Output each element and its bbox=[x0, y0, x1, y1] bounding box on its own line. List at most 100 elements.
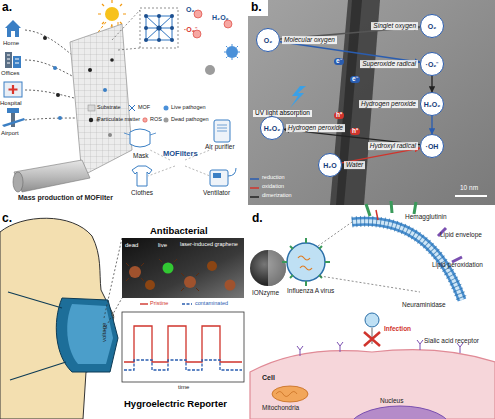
mofilter-sheet-part bbox=[70, 24, 132, 176]
text-label: a. bbox=[2, 1, 12, 14]
text-label: UV light absorption bbox=[253, 110, 312, 117]
legend-text: Dead pathogen bbox=[171, 117, 209, 123]
application-icons-part bbox=[130, 129, 150, 147]
species-name: Hydroxyl radical bbox=[368, 142, 418, 150]
species-formula: O₂ bbox=[428, 23, 437, 30]
species-circle: H₂OWater bbox=[318, 153, 342, 177]
mofilter-sheet-part bbox=[88, 68, 92, 72]
text-label: Mitochondria bbox=[262, 405, 299, 412]
legend-text: contaminated bbox=[195, 301, 228, 307]
text-label: b. bbox=[251, 1, 262, 14]
application-icons-part bbox=[228, 168, 236, 176]
graphene-image-part bbox=[163, 263, 174, 274]
building-icons-part bbox=[13, 56, 21, 68]
mof-zoom-part bbox=[146, 16, 172, 40]
legend-text: Pristine bbox=[150, 301, 168, 307]
tem-image-part bbox=[455, 195, 487, 197]
voltage-chart bbox=[122, 304, 244, 382]
head-with-mask-part bbox=[8, 292, 66, 380]
tem-image-part bbox=[248, 0, 268, 16]
voltage-chart-part bbox=[124, 326, 242, 362]
tem-image bbox=[248, 0, 495, 205]
species-circle: H₂O₂Hydrogen peroxide bbox=[260, 116, 284, 140]
mof-zoom bbox=[112, 8, 240, 75]
host-cell-part bbox=[348, 406, 452, 419]
legend-samples-a-part bbox=[88, 105, 95, 111]
legend-samples-a-part bbox=[143, 118, 147, 122]
application-icons-part bbox=[214, 120, 230, 142]
ionzyme-and-virus-part bbox=[268, 250, 286, 286]
building-icons-part bbox=[7, 108, 19, 113]
building-icons-part bbox=[53, 66, 57, 70]
head-with-mask-part bbox=[56, 298, 118, 372]
text-label: Clothes bbox=[131, 190, 153, 197]
ionzyme-and-virus-part bbox=[282, 238, 330, 286]
graphene-image-part bbox=[184, 276, 196, 288]
graphene-image bbox=[122, 238, 244, 298]
graphene-image-part bbox=[129, 266, 141, 278]
text-label: Offices bbox=[1, 70, 20, 76]
mofilter-sheet-part bbox=[103, 88, 107, 92]
text-label: Sialic acid receptor bbox=[424, 338, 479, 345]
tem-image-part bbox=[250, 187, 259, 189]
mof-zoom-part bbox=[224, 20, 232, 28]
application-icons-part bbox=[217, 125, 227, 131]
mof-zoom-part bbox=[224, 44, 240, 60]
species-formula: O₂ bbox=[264, 37, 273, 44]
text-label: Cell bbox=[262, 374, 275, 381]
building-icons-part bbox=[11, 112, 15, 127]
legend-text: reduction bbox=[262, 175, 285, 181]
text-label: Air purifier bbox=[205, 144, 235, 151]
text-label: h⁺ bbox=[334, 112, 344, 119]
host-cell-part bbox=[372, 328, 373, 344]
species-name: Superoxide radical bbox=[360, 60, 418, 68]
species-formula: ·O₂⁻ bbox=[426, 61, 439, 68]
ionzyme-and-virus bbox=[250, 222, 420, 292]
tem-image-part bbox=[290, 86, 306, 108]
species-name: Molecular oxygen bbox=[282, 36, 337, 44]
building-icons-part bbox=[7, 28, 19, 37]
mof-zoom-part bbox=[156, 25, 161, 30]
text-label: Infection bbox=[384, 326, 411, 333]
legend-text: oxidation bbox=[262, 184, 284, 190]
building-icons-part bbox=[9, 85, 18, 94]
text-label: h⁺ bbox=[350, 128, 360, 135]
application-icons-part bbox=[124, 133, 156, 135]
species-name: Water bbox=[344, 161, 365, 169]
text-label: Hemagglutinin bbox=[405, 214, 447, 221]
text-label: d. bbox=[252, 212, 263, 225]
mof-zoom-part bbox=[194, 10, 202, 18]
ionzyme-and-virus-part bbox=[298, 256, 312, 270]
species-name: Singlet oxygen bbox=[371, 22, 418, 30]
head-with-mask bbox=[0, 218, 138, 419]
legend-samples-a-part bbox=[129, 105, 135, 111]
mofilter-sheet bbox=[13, 24, 132, 192]
graphene-image-part bbox=[126, 259, 199, 291]
species-formula: H₂O bbox=[323, 162, 337, 169]
host-cell-part bbox=[364, 332, 380, 346]
mof-zoom-part bbox=[144, 26, 148, 30]
text-label: c. bbox=[2, 212, 12, 225]
voltage-chart-part bbox=[122, 312, 244, 382]
mofilter-sheet-part bbox=[108, 133, 112, 137]
text-label: Lipid peroxidation bbox=[432, 262, 483, 269]
building-icons-part bbox=[5, 20, 21, 28]
species-name: Hydrogen peroxide bbox=[286, 124, 345, 132]
legend-text: ROS bbox=[150, 117, 162, 123]
building-icons-part bbox=[11, 31, 15, 37]
mof-zoom-part bbox=[144, 14, 148, 18]
text-label: Nucleus bbox=[380, 398, 403, 405]
tem-image-part bbox=[250, 178, 259, 180]
tem-image-part bbox=[248, 0, 495, 205]
building-icons-part bbox=[43, 36, 47, 40]
mof-zoom-part bbox=[144, 38, 148, 42]
reaction-arrow bbox=[431, 76, 432, 92]
head-with-mask-part bbox=[104, 238, 122, 330]
host-cell-part bbox=[365, 313, 379, 327]
legend-text: Particulate matter bbox=[97, 117, 140, 123]
building-icons-part bbox=[5, 52, 12, 68]
voltage-chart-part bbox=[140, 303, 148, 304]
mof-zoom-part bbox=[170, 38, 174, 42]
head-with-mask-part bbox=[67, 304, 113, 364]
